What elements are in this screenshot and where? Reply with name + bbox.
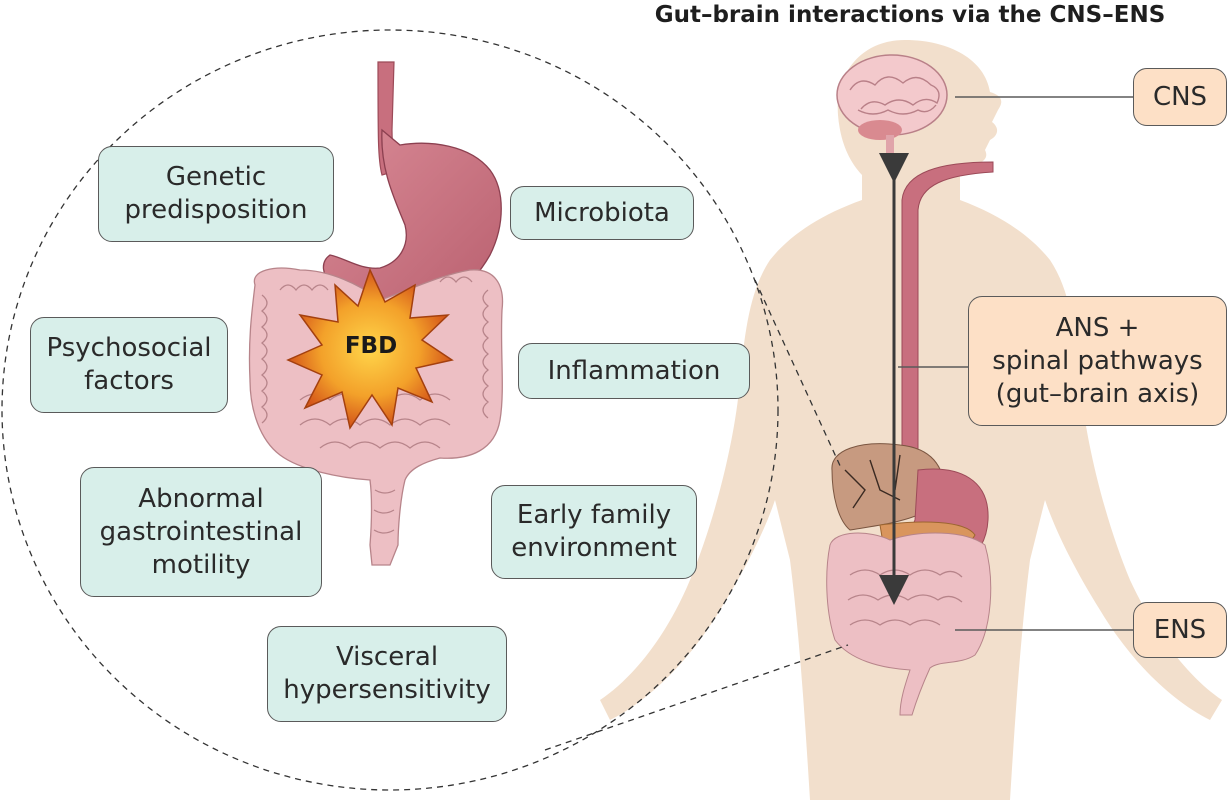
- ens-label: ENS: [1133, 602, 1227, 658]
- factor-visceral-hypersensitivity: Visceral hypersensitivity: [267, 626, 507, 722]
- ans-label-line: spinal pathways: [992, 345, 1203, 376]
- factor-line: Visceral: [335, 642, 439, 672]
- fbd-burst-icon: [286, 267, 454, 430]
- factor-early-family-environment: Early family environment: [491, 485, 697, 579]
- factor-line: predisposition: [124, 195, 308, 225]
- brain-icon: [836, 54, 948, 158]
- fbd-label: FBD: [344, 333, 398, 359]
- zoom-circle: [1, 29, 779, 791]
- ens-label-text: ENS: [1153, 614, 1207, 645]
- factor-genetic-predisposition: Genetic predisposition: [98, 146, 334, 242]
- ans-label-line: (gut–brain axis): [995, 378, 1200, 409]
- cns-label: CNS: [1133, 68, 1227, 126]
- factor-line: gastrointestinal: [99, 516, 303, 547]
- factor-line: Abnormal: [138, 483, 264, 514]
- ans-label: ANS + spinal pathways (gut–brain axis): [968, 296, 1227, 426]
- factor-line: motility: [151, 549, 251, 580]
- diagram-title: Gut–brain interactions via the CNS–ENS: [654, 2, 1166, 28]
- ans-label-line: ANS +: [1055, 312, 1140, 343]
- factor-psychosocial: Psychosocial factors: [30, 317, 228, 413]
- factor-line: Inflammation: [547, 355, 721, 386]
- factor-line: environment: [511, 533, 677, 563]
- zoom-connector-top: [754, 279, 843, 471]
- factor-abnormal-motility: Abnormal gastrointestinal motility: [80, 467, 322, 597]
- zoom-connector-bottom: [544, 644, 849, 751]
- factor-line: factors: [84, 366, 174, 396]
- factor-line: Early family: [516, 500, 672, 530]
- factor-line: Psychosocial: [46, 333, 212, 363]
- factor-line: Microbiota: [534, 197, 670, 228]
- factor-line: hypersensitivity: [283, 675, 491, 705]
- factor-microbiota: Microbiota: [510, 186, 694, 240]
- digestive-tract-icon: [248, 61, 504, 566]
- factor-inflammation: Inflammation: [518, 343, 750, 399]
- factor-line: Genetic: [165, 162, 267, 192]
- cns-label-text: CNS: [1152, 81, 1208, 112]
